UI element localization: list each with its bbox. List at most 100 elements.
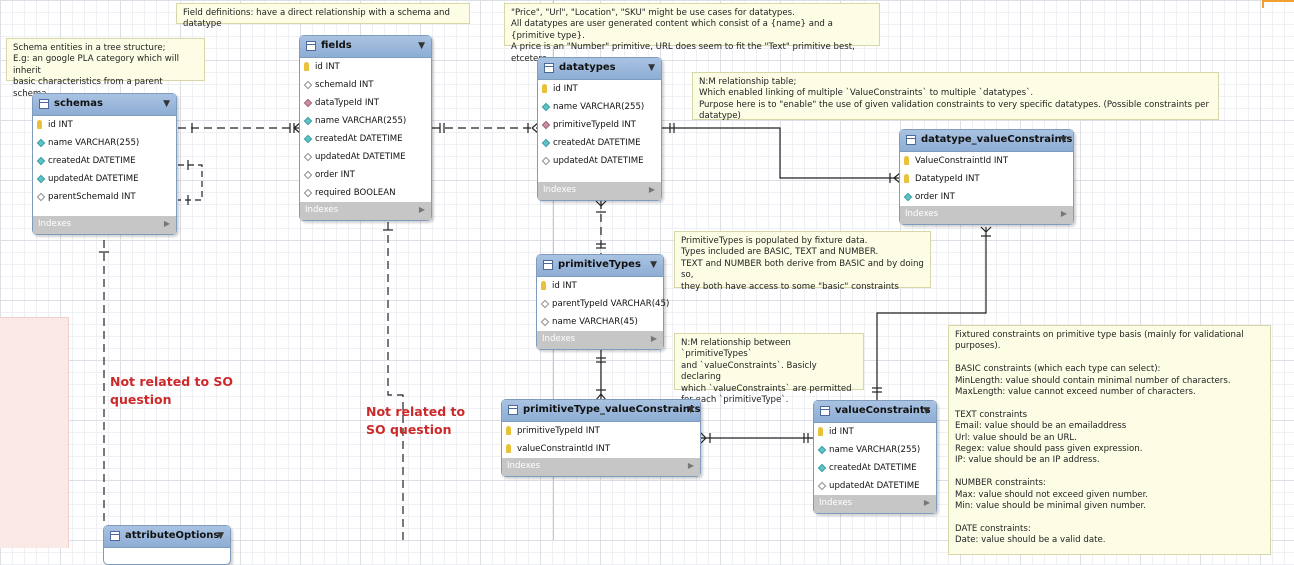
table-datatype-valueconstraints[interactable]: datatype_valueConstraints▼ValueConstrain… bbox=[899, 129, 1074, 225]
indexes-section[interactable]: Indexes▶ bbox=[814, 495, 936, 513]
expand-icon[interactable]: ▶ bbox=[163, 219, 170, 228]
column-label: valueConstraintId INT bbox=[517, 444, 610, 454]
table-title: datatype_valueConstraints bbox=[921, 134, 1073, 145]
expand-icon[interactable]: ▶ bbox=[923, 498, 930, 507]
diamond-filled-icon bbox=[541, 102, 551, 112]
table-primitivetype-valueconstraints[interactable]: primitiveType_valueConstraints▼primitive… bbox=[501, 399, 701, 477]
indexes-section[interactable]: Indexes ▶ bbox=[900, 206, 1073, 224]
table-column[interactable]: updatedAt DATETIME bbox=[300, 148, 431, 166]
table-column[interactable]: primitiveTypeId INT bbox=[502, 422, 700, 440]
not-related-label: Not related to SO question bbox=[110, 374, 234, 407]
table-header[interactable]: primitiveTypes▼ bbox=[537, 255, 663, 277]
table-column[interactable]: id INT bbox=[538, 80, 661, 98]
diamond-icon bbox=[303, 98, 313, 108]
table-column[interactable]: id INT bbox=[537, 277, 663, 295]
table-column[interactable]: id INT bbox=[300, 58, 431, 76]
table-header[interactable]: datatypes ▼ bbox=[538, 58, 661, 80]
indexes-section[interactable]: Indexes▶ bbox=[538, 182, 661, 200]
table-column[interactable]: name VARCHAR(255) bbox=[814, 441, 936, 459]
table-title: primitiveType_valueConstraints bbox=[523, 404, 701, 415]
table-header[interactable]: datatype_valueConstraints▼ bbox=[900, 130, 1073, 152]
expand-icon[interactable]: ▶ bbox=[687, 461, 694, 470]
column-label: dataTypeId INT bbox=[315, 98, 380, 108]
table-column[interactable]: schemaId INT bbox=[300, 76, 431, 94]
diamond-empty-icon bbox=[817, 481, 827, 491]
table-title: fields bbox=[321, 40, 352, 51]
column-label: primitiveTypeId INT bbox=[517, 426, 600, 436]
table-icon bbox=[110, 531, 120, 541]
collapse-icon[interactable]: ▼ bbox=[650, 260, 657, 270]
table-column[interactable]: createdAt DATETIME bbox=[33, 152, 176, 170]
table-column[interactable]: id INT bbox=[814, 423, 936, 441]
collapse-icon[interactable]: ▼ bbox=[163, 99, 170, 109]
diamond-filled-icon bbox=[36, 174, 46, 184]
collapse-icon[interactable]: ▼ bbox=[217, 531, 224, 541]
table-header[interactable]: primitiveType_valueConstraints▼ bbox=[502, 400, 701, 422]
column-label: updatedAt DATETIME bbox=[48, 174, 139, 184]
column-label: name VARCHAR(255) bbox=[315, 116, 407, 126]
collapse-icon[interactable]: ▼ bbox=[648, 63, 655, 73]
table-column[interactable]: primitiveTypeId INT bbox=[538, 116, 661, 134]
key-icon bbox=[37, 120, 42, 129]
table-column[interactable]: updatedAt DATETIME bbox=[538, 152, 661, 170]
note-datatype-cases: "Price", "Url", "Location", "SKU" might … bbox=[504, 3, 880, 64]
table-column[interactable]: updatedAt DATETIME bbox=[814, 477, 936, 495]
indexes-section[interactable]: Indexes ▶ bbox=[537, 331, 663, 349]
table-column[interactable]: DatatypeId INT bbox=[900, 170, 1073, 188]
column-label: schemaId INT bbox=[315, 80, 374, 90]
indexes-section[interactable]: Indexes▶ bbox=[502, 458, 700, 476]
column-label: createdAt DATETIME bbox=[829, 463, 917, 473]
table-column[interactable]: dataTypeId INT bbox=[300, 94, 431, 112]
table-column[interactable]: id INT bbox=[33, 116, 176, 134]
table-title: datatypes bbox=[559, 62, 616, 73]
diamond-empty-icon bbox=[36, 192, 46, 202]
table-column[interactable]: required BOOLEAN bbox=[300, 184, 431, 202]
diamond-empty-icon bbox=[303, 152, 313, 162]
table-column[interactable]: parentSchemaId INT bbox=[33, 188, 176, 206]
diamond-filled-icon bbox=[541, 138, 551, 148]
table-attributeoptions[interactable]: attributeOptions▼ bbox=[103, 525, 231, 565]
key-icon bbox=[506, 444, 511, 453]
table-schemas[interactable]: schemas▼ id INT name VARCHAR(255) createdAt… bbox=[32, 93, 177, 235]
indexes-section[interactable]: Indexes▶ bbox=[33, 216, 176, 234]
diamond-icon bbox=[541, 120, 551, 130]
expand-icon[interactable]: ▶ bbox=[650, 334, 657, 343]
table-column[interactable]: name VARCHAR(255) bbox=[33, 134, 176, 152]
table-column[interactable]: order INT bbox=[300, 166, 431, 184]
indexes-section[interactable]: Indexes▶ bbox=[300, 202, 431, 220]
collapse-icon[interactable]: ▼ bbox=[687, 405, 694, 415]
table-header[interactable]: fields ▼ bbox=[300, 36, 431, 58]
table-column[interactable]: createdAt DATETIME bbox=[300, 130, 431, 148]
table-column[interactable]: createdAt DATETIME bbox=[538, 134, 661, 152]
table-column[interactable]: parentTypeId VARCHAR(45) bbox=[537, 295, 669, 313]
table-column[interactable]: order INT bbox=[900, 188, 1073, 206]
collapse-icon[interactable]: ▼ bbox=[418, 41, 425, 51]
column-label: name VARCHAR(255) bbox=[48, 138, 140, 148]
table-column[interactable]: name VARCHAR(45) bbox=[537, 313, 663, 331]
table-column[interactable]: ValueConstraintId INT bbox=[900, 152, 1073, 170]
table-column[interactable]: createdAt DATETIME bbox=[814, 459, 936, 477]
table-column[interactable]: updatedAt DATETIME bbox=[33, 170, 176, 188]
table-icon bbox=[508, 405, 518, 415]
table-fields[interactable]: fields ▼ id INT schemaId INT dataTypeId INT n… bbox=[299, 35, 432, 221]
table-header[interactable]: attributeOptions▼ bbox=[104, 526, 230, 548]
column-label: name VARCHAR(45) bbox=[552, 317, 638, 327]
expand-icon[interactable]: ▶ bbox=[648, 185, 655, 194]
column-label: updatedAt DATETIME bbox=[829, 481, 920, 491]
indexes-label: Indexes bbox=[542, 334, 576, 344]
table-column[interactable]: valueConstraintId INT bbox=[502, 440, 700, 458]
collapse-icon[interactable]: ▼ bbox=[1060, 135, 1067, 145]
table-header[interactable]: schemas▼ bbox=[33, 94, 176, 116]
table-column[interactable]: name VARCHAR(255) bbox=[538, 98, 661, 116]
expand-icon[interactable]: ▶ bbox=[418, 205, 425, 214]
collapse-icon[interactable]: ▼ bbox=[923, 406, 930, 416]
expand-icon[interactable]: ▶ bbox=[1060, 209, 1067, 218]
table-icon bbox=[39, 99, 49, 109]
column-label: id INT bbox=[48, 120, 73, 130]
indexes-label: Indexes bbox=[905, 209, 939, 219]
table-header[interactable]: valueConstraints▼ bbox=[814, 401, 936, 423]
table-column[interactable]: name VARCHAR(255) bbox=[300, 112, 431, 130]
